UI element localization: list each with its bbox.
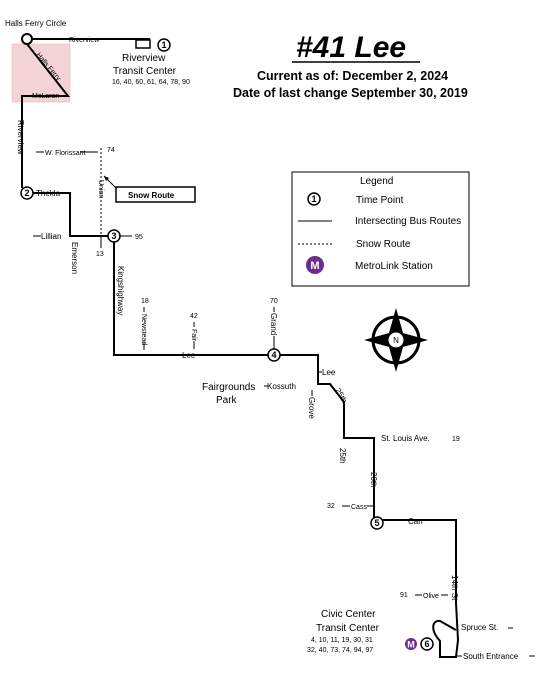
riverview-tc-name-2: Transit Center xyxy=(113,66,177,77)
north-arrow-icon: N xyxy=(364,308,428,372)
route-18: 18 xyxy=(141,298,149,305)
street-kingshighway: Kingshighway xyxy=(116,266,125,315)
street-riverview-top: Riverview xyxy=(69,37,100,44)
metrolink-icon-letter: M xyxy=(407,640,415,650)
civic-center-routes-2: 32, 40, 73, 74, 94, 97 xyxy=(307,647,373,654)
legend-timepoint-symbol: 1 xyxy=(307,192,321,206)
street-st-louis: St. Louis Ave. xyxy=(381,434,430,443)
legend-metrolink-icon xyxy=(306,256,324,274)
route-32: 32 xyxy=(327,503,335,510)
legend-time-point: Time Point xyxy=(356,195,404,206)
street-25th-a: 25th xyxy=(333,387,349,405)
halls-ferry-circle-label: Halls Ferry Circle xyxy=(5,19,67,28)
legend-snow: Snow Route xyxy=(356,239,411,250)
civic-center-name-2: Transit Center xyxy=(316,623,380,634)
timepoint-3: 3 xyxy=(107,229,121,243)
route-line-mid xyxy=(27,192,274,356)
legend: Legend 1 Time Point Intersecting Bus Rou… xyxy=(291,171,470,287)
route-42: 42 xyxy=(190,313,198,320)
route-95: 95 xyxy=(135,234,143,241)
civic-center-routes-1: 4, 10, 11, 19, 30, 31 xyxy=(311,637,373,644)
svg-text:6: 6 xyxy=(424,639,429,649)
route-91: 91 xyxy=(400,592,408,599)
street-fair: Fair xyxy=(190,329,197,342)
timepoint-6: 6 xyxy=(420,637,434,651)
street-lillian: Lillian xyxy=(41,232,61,241)
snow-route-box-label: Snow Route xyxy=(128,191,175,200)
highlight-area xyxy=(11,43,71,103)
riverview-tc-routes: 16, 40, 60, 61, 64, 78, 90 xyxy=(112,79,190,86)
street-cass: Cass xyxy=(351,504,367,511)
route-19: 19 xyxy=(452,436,460,443)
street-thekla: Thekla xyxy=(36,189,61,198)
timepoint-1: 1 xyxy=(157,38,171,52)
legend-title: Legend xyxy=(360,176,393,187)
street-lee-east: Lee xyxy=(322,368,336,377)
legend-intersecting: Intersecting Bus Routes xyxy=(355,216,461,227)
route-74: 74 xyxy=(107,147,115,154)
street-south-entrance: South Entrance xyxy=(463,652,519,661)
svg-text:2: 2 xyxy=(24,188,29,198)
legend-metrolink: MetroLink Station xyxy=(355,261,433,272)
riverview-tc-name-1: Riverview xyxy=(122,53,166,64)
route-line-south xyxy=(279,354,457,603)
svg-text:4: 4 xyxy=(271,350,276,360)
street-newstead: Newstead xyxy=(140,314,147,345)
route-line-north xyxy=(21,38,150,188)
fairgrounds-name-1: Fairgrounds xyxy=(202,382,255,393)
last-change: Date of last change September 30, 2019 xyxy=(233,86,468,100)
svg-text:1: 1 xyxy=(311,194,316,204)
route-70: 70 xyxy=(270,298,278,305)
fairgrounds-name-2: Park xyxy=(216,395,238,406)
snow-route-box xyxy=(115,186,196,203)
route-13: 13 xyxy=(96,251,104,258)
halls-ferry-circle-marker xyxy=(21,33,33,45)
street-mclaran: McLaran xyxy=(32,93,59,100)
street-grove: Grove xyxy=(307,397,316,419)
street-emerson: Emerson xyxy=(70,242,79,274)
route-line-civic-loop xyxy=(432,602,460,658)
street-grand: Grand xyxy=(269,313,278,335)
street-w-florissant: W. Florissant xyxy=(45,150,86,157)
timepoint-4: 4 xyxy=(267,348,281,362)
metrolink-icon xyxy=(405,638,417,650)
compass-north-label: N xyxy=(393,336,399,345)
riverview-tc-marker xyxy=(135,39,151,49)
current-as-of: Current as of: December 2, 2024 xyxy=(257,69,448,83)
snow-arrow-head xyxy=(104,176,109,181)
street-kossuth: Kossuth xyxy=(267,382,296,391)
legend-metrolink-letter: M xyxy=(310,260,319,272)
route-title: #41 Lee xyxy=(296,31,406,64)
svg-text:1: 1 xyxy=(161,40,166,50)
svg-text:3: 3 xyxy=(111,231,116,241)
street-olive: Olive xyxy=(423,593,439,600)
street-lee-main: Lee xyxy=(182,351,196,360)
street-carr: Carr xyxy=(408,517,424,526)
timepoint-5: 5 xyxy=(370,516,384,530)
street-14th: 14th St xyxy=(450,575,459,601)
street-20th: 20th xyxy=(369,472,378,488)
street-union: Union xyxy=(97,180,104,198)
street-25th-b: 25th xyxy=(338,448,347,464)
timepoint-2: 2 xyxy=(20,186,34,200)
street-riverview-vert: Riverview xyxy=(16,120,25,155)
civic-center-name-1: Civic Center xyxy=(321,609,376,620)
svg-text:5: 5 xyxy=(374,518,379,528)
street-spruce: Spruce St. xyxy=(461,623,498,632)
